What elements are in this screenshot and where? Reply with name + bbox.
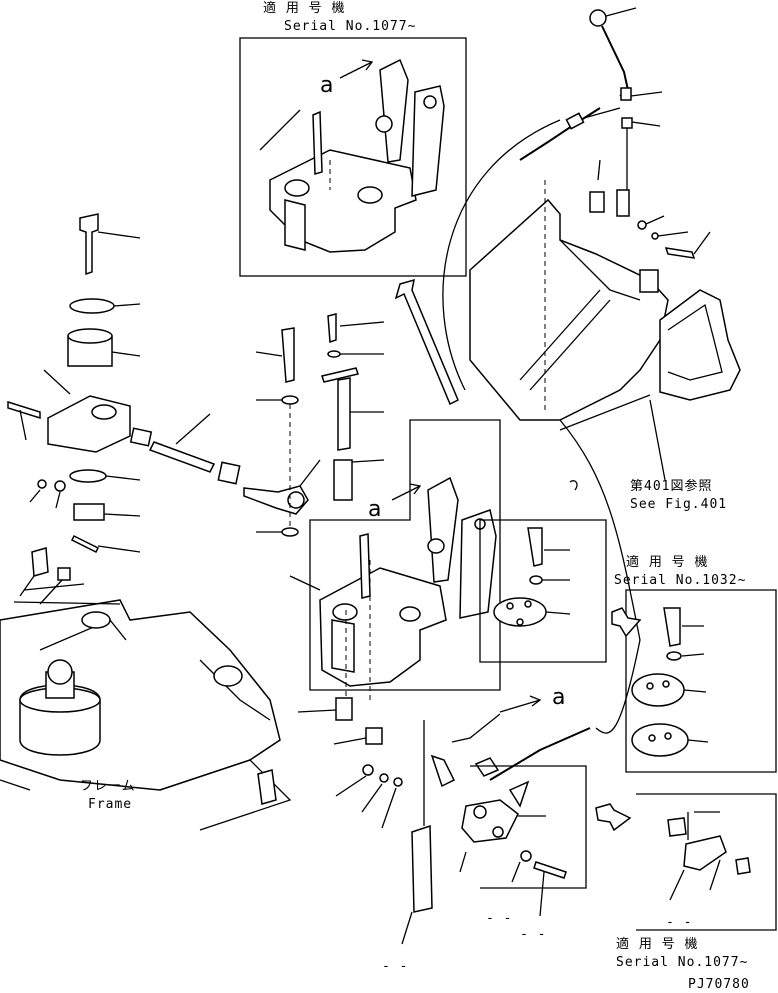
- serial-top-jp: 適 用 号 機: [263, 0, 345, 16]
- serial-right-label: Serial No.1032~: [614, 573, 746, 588]
- main-bracket: a: [289, 419, 501, 700]
- hollow-arrow-icon: [394, 278, 642, 832]
- marker-a-center: a: [368, 497, 381, 522]
- inset-lower-mid: - - - - - -: [382, 765, 587, 974]
- dash-mark-1: - -: [486, 911, 512, 926]
- marker-a-top: a: [320, 73, 333, 98]
- dash-mark-2: - -: [520, 927, 546, 942]
- guard-arc: [442, 119, 561, 391]
- knob: [589, 9, 607, 27]
- frame-label: Frame: [88, 797, 132, 812]
- arrow-a-top: [339, 59, 374, 79]
- serial-bottom-label: Serial No.1077~: [616, 955, 748, 970]
- rod-end: [243, 459, 321, 515]
- serial-top-label: Serial No.1077~: [284, 19, 416, 34]
- serial-bottom-jp: 適 用 号 機: [616, 936, 698, 952]
- inset-bottom-right: - - 適 用 号 機 Serial No.1077~: [616, 793, 777, 970]
- lever-rod: [601, 25, 630, 97]
- lever-assembly: [519, 7, 711, 259]
- dash-mark-4: - -: [666, 915, 692, 930]
- inset-right-center: [479, 519, 607, 663]
- inset-top: 適 用 号 機 Serial No.1077~ a: [239, 0, 467, 277]
- see-fig-jp: 第401図参照: [630, 478, 712, 494]
- left-parts: [7, 213, 241, 605]
- center-bolts: [255, 313, 385, 537]
- serial-right-jp: 適 用 号 機: [626, 554, 708, 570]
- guard-frame: 第401図参照 See Fig.401: [469, 180, 741, 512]
- frame: フレーム Frame: [0, 583, 292, 831]
- frame-jp: フレーム: [80, 779, 136, 794]
- marker-a-bottom: a: [552, 685, 565, 710]
- inset-top-frame: [239, 37, 467, 277]
- lower-center-parts: [297, 697, 433, 945]
- see-fig-label: See Fig.401: [630, 497, 727, 512]
- dash-mark-3: - -: [382, 959, 408, 974]
- cable-spring: a: [430, 639, 641, 788]
- inset-right: 適 用 号 機 Serial No.1032~: [614, 554, 777, 773]
- part-code: PJ70780: [688, 977, 750, 992]
- bracket-top: [259, 58, 445, 253]
